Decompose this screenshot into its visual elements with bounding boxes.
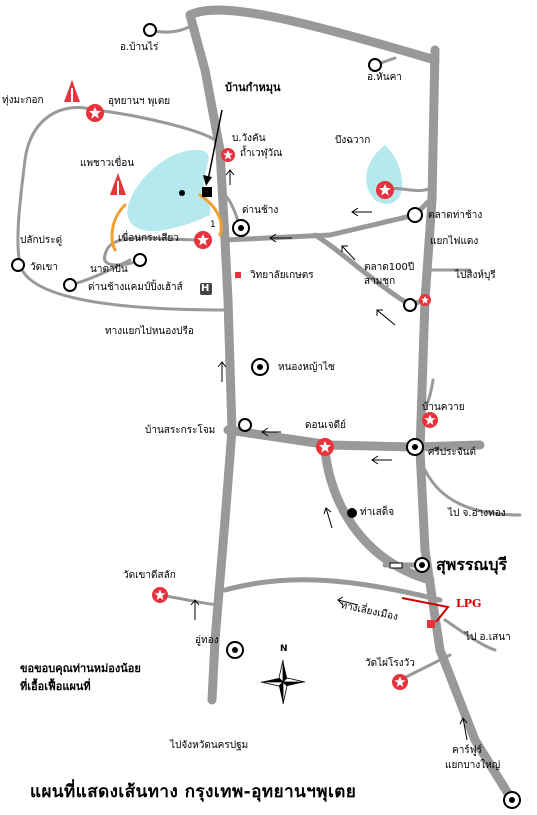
label-ban-kamhum: บ้านกำหมุน (225, 81, 281, 94)
label-to-sena: ไป อ.เสนา (465, 632, 511, 643)
label-ban-rai: อ.บ้านไร่ (120, 42, 159, 53)
label-tha-sadet: ท่าเสด็จ (360, 507, 395, 518)
label-phae-khuean: แพชาวเขื่อน (80, 158, 135, 169)
label-ban-sa-krachom: บ้านสระกระโจม (145, 425, 216, 436)
route-number: 1 (210, 220, 216, 230)
label-plak-pratu: ปลักประดู่ (20, 235, 63, 246)
thanks-line-2: ที่เอื้อเฟื้อแผนที่ (20, 679, 91, 693)
thanks-line-1: ขอขอบคุณท่านหม่องน้อย (20, 662, 141, 675)
label-nong-ya-sai: หนองหญ้าไซ (278, 362, 335, 373)
label-phu-toei: อุทยานฯ พุเตย (108, 96, 171, 107)
compass-north-label: N (280, 644, 288, 654)
label-wat-khao: วัดเขา (30, 262, 58, 273)
label-kaset-college: วิทยาลัยเกษตร (250, 270, 314, 281)
label-bueng-chawak: บึงฉวาก (335, 135, 371, 146)
label-u-thong: อู่ทอง (195, 635, 219, 646)
label-khuean-krasiao: เขื่อนกระเสียว (118, 233, 179, 244)
label-ban-kwai: บ้านควาย (422, 402, 465, 413)
attraction-markers (86, 104, 438, 690)
label-si-prachan: ศรีประจันต์ (428, 447, 476, 458)
ban-kamhum-marker (202, 187, 212, 197)
label-thung-makok: ทุ่งมะกอก (2, 95, 44, 106)
label-carrefour: คาร์ฟูร์ (452, 745, 483, 756)
label-tham-wewarun: ถ้ำเวฬุวัณ (240, 148, 283, 159)
label-wang-khan: บ.วังคัน (232, 133, 266, 144)
label-sam-chuk: สามชุก (364, 276, 396, 287)
thanks-note: ขอขอบคุณท่านหม่องน้อย ที่เอื้อเฟื้อแผนที… (20, 660, 141, 695)
label-wat-phai-rong-wua: วัดไผ่โรงวัว (365, 658, 415, 669)
map-title: แผนที่แสดงเส้นทาง กรุงเทพ-อุทยานฯพุเตย (30, 782, 357, 802)
label-to-angthong: ไป จ.อ่างทอง (448, 508, 506, 519)
label-to-singburi: ไปสิงห์บุรี (455, 270, 496, 281)
hospital-sign: H (201, 283, 210, 294)
krasiao-reservoir (127, 150, 211, 232)
label-hankha: อ.หันคา (367, 72, 402, 83)
label-dan-chang: ด่านช้าง (242, 205, 279, 216)
label-to-nakhon-pathom: ไปจังหวัดนครปฐม (170, 740, 249, 751)
label-don-chedi: ดอนเจดีย์ (305, 420, 346, 431)
label-dan-chang-camp: ด่านช้างแคมป์ปิ้งเฮ้าส์ (88, 282, 183, 293)
label-wat-khao-di-salak: วัดเขาดีสลัก (123, 570, 176, 581)
label-yaek-nongpru: ทางแยกไปหนองปรือ (105, 326, 194, 337)
label-yaek-faidaeng: แยกไฟแดง (430, 236, 479, 247)
label-talad-100: ตลาด100ปี (364, 262, 415, 273)
label-yaek-bangyai: แยกบางใหญ่ (445, 760, 501, 771)
label-suphanburi: สุพรรณบุรี (436, 555, 508, 574)
label-lpg: LPG (456, 597, 482, 610)
label-nadaeng: นาตาปัน (90, 264, 128, 275)
label-talad-thachang: ตลาดท่าช้าง (428, 210, 483, 221)
compass-rose (260, 659, 306, 705)
